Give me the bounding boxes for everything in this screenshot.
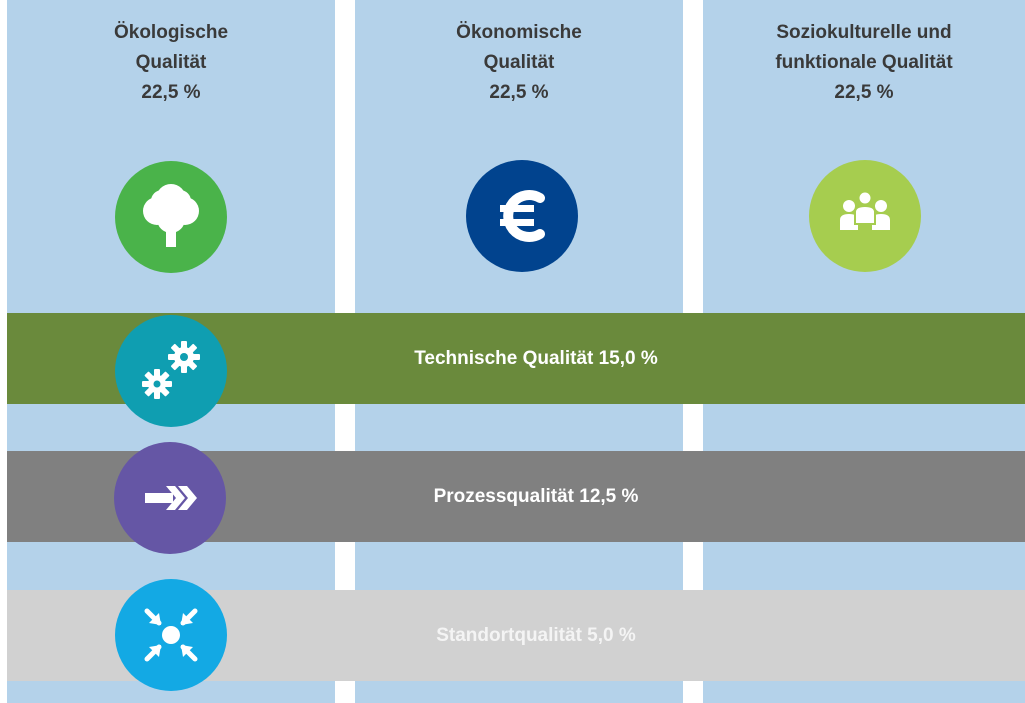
column-weight: 22,5 % bbox=[834, 82, 894, 103]
people-icon bbox=[809, 160, 921, 272]
column-title-line: Qualität bbox=[483, 52, 555, 73]
band-process-quality: Prozessqualität 12,5 % bbox=[7, 442, 1025, 554]
column-header-ecological: Ökologische Qualität 22,5 % bbox=[7, 18, 335, 108]
column-title-line: Ökonomische bbox=[456, 22, 582, 43]
tree-icon bbox=[115, 161, 227, 273]
band-label: Standortqualität 5,0 % bbox=[436, 625, 636, 646]
gear-large-mark bbox=[168, 341, 200, 373]
column-title-line: Ökologische bbox=[113, 22, 229, 43]
band-technical-quality: Technische Qualität 15,0 % bbox=[7, 313, 1025, 427]
chevron-arrows-icon bbox=[114, 442, 226, 554]
column-weight: 22,5 % bbox=[489, 82, 549, 103]
column-title-line: funktionale Qualität bbox=[775, 52, 953, 73]
gears-icon bbox=[115, 315, 227, 427]
column-title-line: Soziokulturelle und bbox=[776, 22, 952, 43]
column-weight: 22,5 % bbox=[141, 82, 201, 103]
column-header-sociocultural: Soziokulturelle und funktionale Qualität… bbox=[703, 18, 1025, 108]
band-label: Prozessqualität 12,5 % bbox=[433, 486, 639, 507]
euro-icon bbox=[466, 160, 578, 272]
column-header-economic: Ökonomische Qualität 22,5 % bbox=[355, 18, 683, 108]
band-site-quality: Standortqualität 5,0 % bbox=[7, 579, 1025, 691]
column-title-line: Qualität bbox=[135, 52, 207, 73]
band-label: Technische Qualität 15,0 % bbox=[414, 348, 658, 369]
converging-arrows-icon bbox=[115, 579, 227, 691]
gear-small-mark bbox=[142, 369, 172, 399]
